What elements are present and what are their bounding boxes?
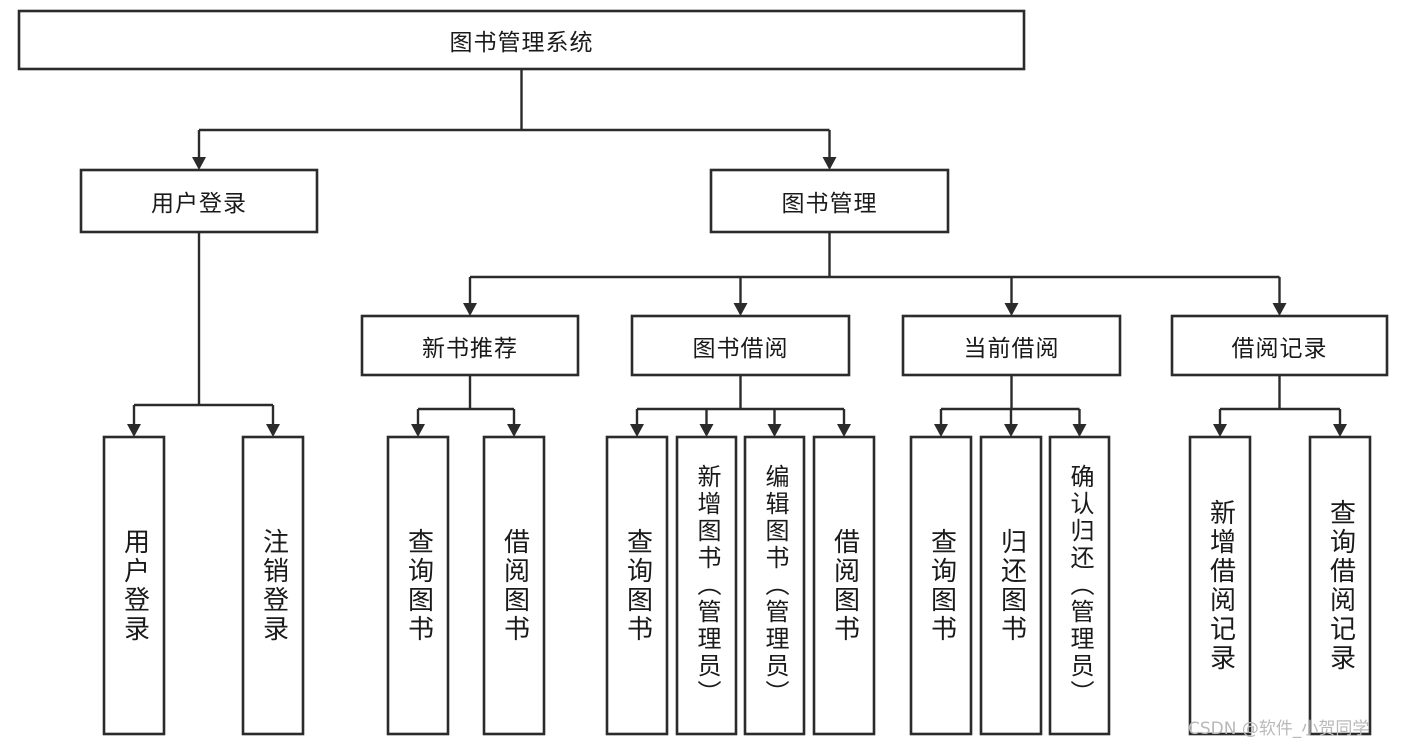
node-box-leaf-logout[interactable] bbox=[241, 435, 305, 736]
node-box-leaf-confirm-return[interactable] bbox=[1048, 435, 1111, 736]
node-box-leaf-query-book-1[interactable] bbox=[386, 435, 450, 736]
node-box-leaf-query-book-3[interactable] bbox=[909, 435, 973, 736]
node-box-leaf-edit-book[interactable] bbox=[743, 435, 806, 736]
edge-group-borrow-record bbox=[1213, 375, 1347, 437]
node-box-leaf-borrow-book-2[interactable] bbox=[812, 435, 876, 736]
node-box-leaf-borrow-book-1[interactable] bbox=[482, 435, 546, 736]
edge-group-book-borrow bbox=[630, 375, 851, 437]
node-box-leaf-add-book[interactable] bbox=[675, 435, 738, 736]
edge-group-book-manage bbox=[463, 232, 1287, 316]
node-box-new-book-recommend[interactable] bbox=[360, 314, 580, 377]
edge-group-current-borrow bbox=[934, 375, 1087, 437]
node-box-user-login[interactable] bbox=[79, 168, 319, 234]
node-box-book-manage[interactable] bbox=[709, 168, 950, 234]
node-box-leaf-query-record[interactable] bbox=[1308, 435, 1372, 736]
node-box-leaf-query-book-2[interactable] bbox=[605, 435, 669, 736]
edge-group-user-login bbox=[127, 232, 280, 437]
edge-group-root bbox=[192, 69, 837, 170]
node-box-leaf-add-record[interactable] bbox=[1188, 435, 1252, 736]
node-box-book-borrow[interactable] bbox=[630, 314, 851, 377]
node-box-current-borrow[interactable] bbox=[901, 314, 1122, 377]
node-box-leaf-return-book[interactable] bbox=[979, 435, 1043, 736]
node-box-root[interactable] bbox=[17, 9, 1026, 71]
node-box-borrow-record[interactable] bbox=[1170, 314, 1389, 377]
node-box-leaf-user-login[interactable] bbox=[102, 435, 166, 736]
edge-group-new-book-recommend bbox=[411, 375, 521, 437]
